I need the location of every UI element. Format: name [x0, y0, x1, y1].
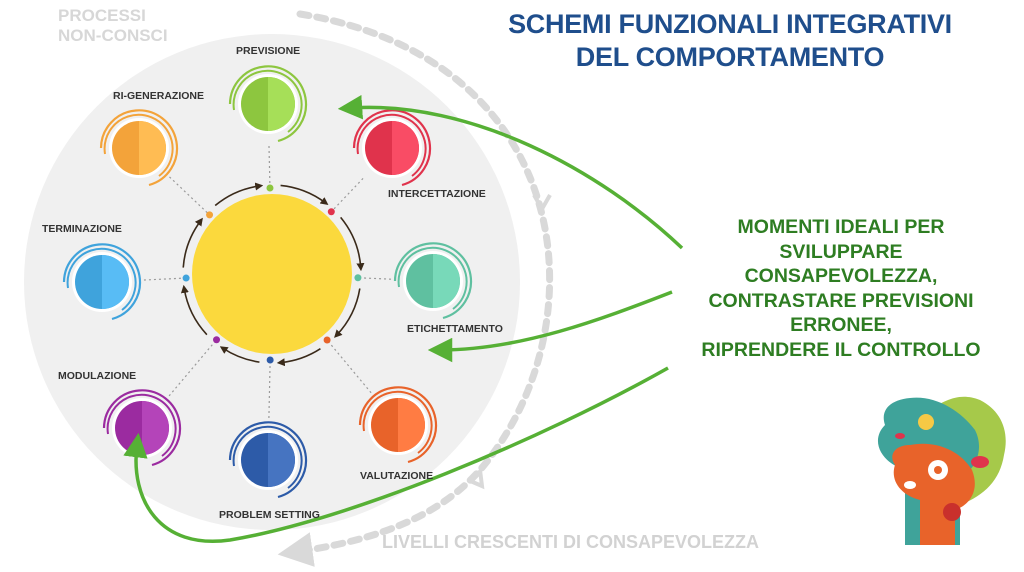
node-valutazione [358, 386, 438, 464]
center-circle [192, 194, 352, 354]
dot-intercettazione [327, 208, 335, 216]
ideal-line-5: ERRONEE, [790, 314, 892, 336]
awareness-arrowhead-2 [467, 469, 485, 490]
title-line-1: SCHEMI FUNZIONALI INTEGRATIVI [508, 9, 952, 39]
corner-line-2: NON-CONSCI [58, 26, 168, 45]
eye-icon-2 [895, 433, 905, 439]
cycle-arrow [340, 216, 365, 272]
label-problem-setting: PROBLEM SETTING [219, 509, 320, 521]
page-title: SCHEMI FUNZIONALI INTEGRATIVI DEL COMPOR… [470, 8, 990, 74]
connector-valutazione [326, 339, 372, 394]
connector-etichettamento [357, 277, 392, 280]
label-previsione: PREVISIONE [236, 45, 301, 57]
cycle-arrow [214, 182, 264, 207]
label-ri-generazione: RI-GENERAZIONE [113, 90, 205, 102]
node-connectors [143, 145, 392, 419]
center-dots [182, 184, 362, 364]
ideal-line-2: SVILUPPARE [779, 240, 903, 263]
unconscious-processes-label: PROCESSI NON-CONSCI [58, 6, 168, 46]
brain-icon [943, 503, 961, 521]
ideal-line-6: RIPRENDERE IL CONTROLLO [701, 338, 981, 361]
label-terminazione: TERMINAZIONE [42, 223, 122, 235]
node-intercettazione [352, 109, 432, 187]
green-arrow-to-etichettamento [427, 290, 673, 363]
cycle-arrows [180, 182, 365, 367]
label-valutazione: VALUTAZIONE [360, 470, 434, 482]
cycle-arrow [280, 184, 329, 206]
title-line-2: DEL COMPORTAMENTO [575, 42, 885, 72]
awareness-arrowhead-1 [532, 194, 552, 214]
dot-ri-generazione [206, 211, 214, 219]
node-etichettamento [393, 242, 473, 320]
node-icons [62, 65, 473, 499]
corner-line-1: PROCESSI [58, 6, 146, 25]
eye-icon [904, 481, 916, 489]
dot-modulazione [213, 336, 221, 344]
dot-terminazione [182, 274, 190, 282]
node-problem-setting [228, 421, 308, 499]
cycle-arrow [219, 346, 260, 363]
connector-previsione [268, 145, 271, 189]
speech-icon [971, 456, 989, 468]
ideal-line-1: MOMENTI IDEALI PER [737, 216, 945, 238]
connector-modulazione [168, 339, 217, 397]
node-terminazione [62, 243, 142, 321]
ideal-moments-text: MOMENTI IDEALI PER SVILUPPARE CONSAPEVOL… [676, 215, 1006, 362]
dot-previsione [266, 184, 274, 192]
ideal-line-4: CONTRASTARE PREVISIONI [708, 289, 974, 312]
dot-problem-setting [266, 356, 274, 364]
node-previsione [228, 65, 308, 143]
cycle-arrow [182, 217, 203, 268]
cycle-arrow [180, 284, 208, 336]
label-etichettamento: ETICHETTAMENTO [407, 323, 503, 335]
connector-terminazione [143, 277, 187, 281]
heads-illustration [877, 396, 1006, 545]
green-arrow-to-previsione [337, 94, 684, 250]
cycle-arrow [276, 347, 321, 367]
awareness-flow-arrow [277, 10, 554, 567]
dot-etichettamento [354, 274, 362, 282]
dot-valutazione [323, 336, 331, 344]
label-modulazione: MODULAZIONE [58, 370, 137, 382]
ideal-line-3: CONSAPEVOLEZZA, [744, 265, 938, 287]
label-intercettazione: INTERCETTAZIONE [388, 188, 486, 200]
awareness-levels-label: LIVELLI CRESCENTI DI CONSAPEVOLEZZA [382, 532, 760, 552]
green-arrow-to-modulazione [123, 366, 669, 543]
lightbulb-icon [918, 414, 934, 430]
node-ri-generazione [99, 109, 179, 187]
cycle-arrow [334, 288, 361, 338]
connector-ri-generazione [169, 176, 210, 216]
